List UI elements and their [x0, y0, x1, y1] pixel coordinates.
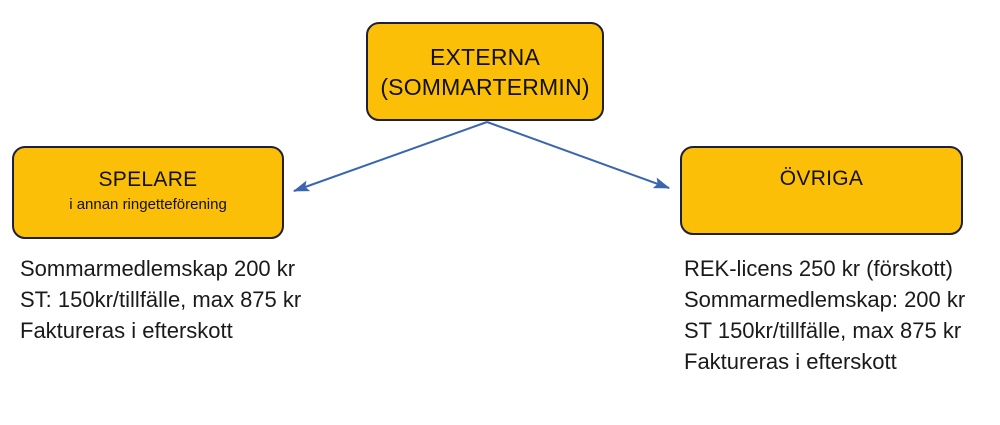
node-ovriga-title: ÖVRIGA [779, 167, 864, 190]
detail-line: ST 150kr/tillfälle, max 875 kr [684, 318, 962, 343]
detail-line: ST: 150kr/tillfälle, max 875 kr [20, 287, 302, 312]
node-spelare-title: SPELARE [98, 167, 198, 191]
node-externa[interactable]: EXTERNA (SOMMARTERMIN) [366, 22, 604, 121]
node-externa-subtitle: (SOMMARTERMIN) [380, 73, 590, 100]
detail-line: Faktureras i efterskott [684, 349, 897, 374]
detail-line: REK-licens 250 kr (förskott) [684, 256, 953, 281]
detail-line: Sommarmedlemskap 200 kr [20, 256, 296, 281]
detail-line: Faktureras i efterskott [20, 318, 233, 343]
node-externa-title: EXTERNA [429, 43, 541, 70]
node-spelare[interactable]: SPELARE i annan ringetteförening [12, 146, 284, 239]
details-ovriga: REK-licens 250 kr (förskott) Sommarmedle… [684, 253, 965, 377]
details-spelare: Sommarmedlemskap 200 kr ST: 150kr/tillfä… [20, 253, 301, 346]
node-ovriga[interactable]: ÖVRIGA [680, 146, 963, 235]
node-spelare-subtitle: i annan ringetteförening [69, 195, 227, 213]
detail-line: Sommarmedlemskap: 200 kr [684, 287, 966, 312]
arrow-to-spelare [292, 121, 488, 192]
arrow-to-ovriga [486, 121, 671, 189]
